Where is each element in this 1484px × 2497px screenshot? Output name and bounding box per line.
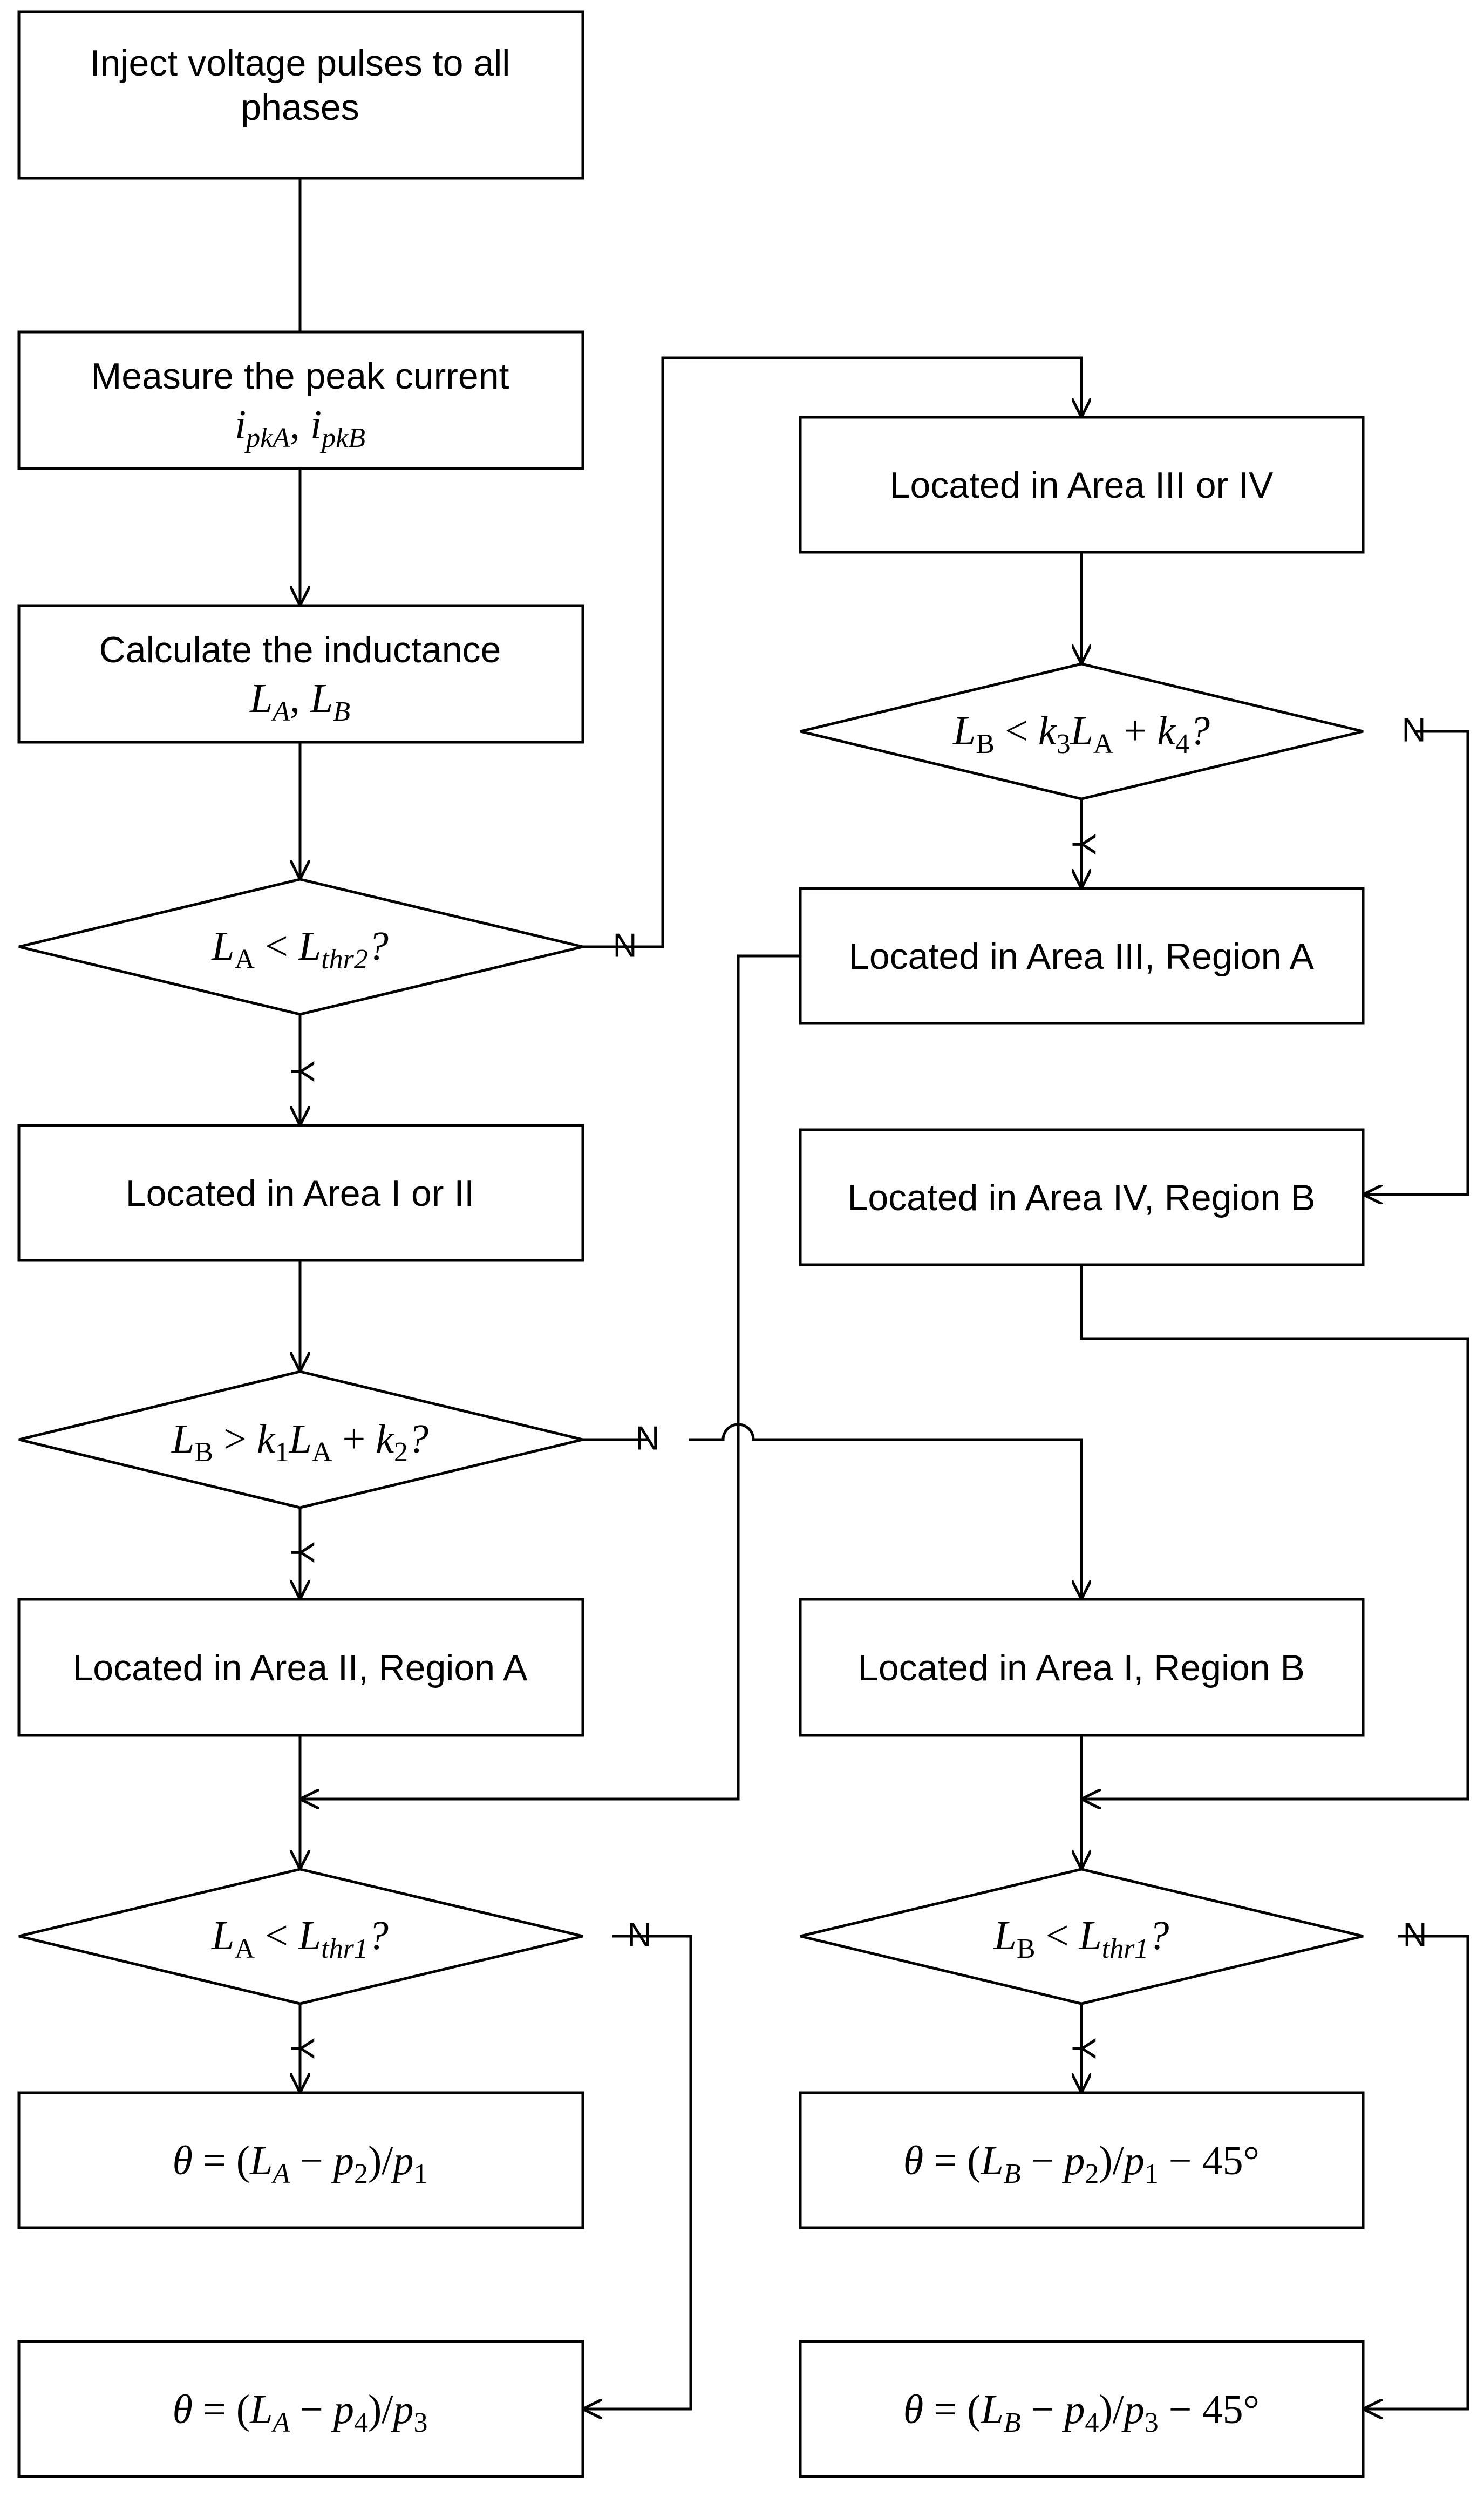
branch-label-no: N	[1403, 1916, 1427, 1953]
branch-labels: N N N N N Y Y Y Y Y	[284, 711, 1427, 2059]
node-theta-3-formula: θ = (LB − p2)/p1 − 45°	[903, 2138, 1260, 2189]
node-inject-line1: Inject voltage pulses to all	[90, 43, 510, 84]
node-area3-rega: Located in Area III, Region A	[799, 887, 1365, 1025]
branch-label-yes: Y	[1065, 2037, 1102, 2059]
node-area-3-4-label: Located in Area III or IV	[890, 465, 1274, 506]
node-area4-regb-label: Located in Area IV, Region B	[848, 1177, 1316, 1218]
branch-label-no: N	[628, 1916, 652, 1953]
decision-lb-lt-lthr1-formula: LB < Lthr1?	[993, 1913, 1169, 1964]
edge-area4-regb-merge	[1080, 1265, 1469, 1799]
node-calculate: Calculate the inductance LA, LB	[17, 604, 584, 744]
node-area1-regb-label: Located in Area I, Region B	[858, 1647, 1305, 1688]
edge-decision-1-no	[583, 356, 1081, 948]
branch-label-yes: Y	[284, 1541, 321, 1563]
node-area-1-2-label: Located in Area I or II	[126, 1173, 474, 1214]
node-area4-regb: Located in Area IV, Region B	[799, 1128, 1365, 1266]
branch-label-no: N	[636, 1420, 660, 1457]
node-theta-2-formula: θ = (LA − p4)/p3	[173, 2387, 428, 2438]
branch-label-no: N	[613, 927, 637, 964]
decision-la-lt-lthr1-formula: LA < Lthr1?	[211, 1913, 389, 1964]
decision-la-lt-lthr2-formula: LA < Lthr2?	[211, 924, 389, 975]
node-inject: Inject voltage pulses to all phases	[17, 10, 584, 180]
decision-lb-lt-k3la-k4-formula: LB < k3LA + k4?	[952, 708, 1210, 759]
node-area3-rega-label: Located in Area III, Region A	[849, 936, 1315, 977]
branch-label-yes: Y	[284, 1060, 321, 1082]
node-area-3-4: Located in Area III or IV	[799, 416, 1365, 554]
branch-label-yes: Y	[1065, 833, 1102, 855]
node-measure-formula: ipkA, ipkB	[235, 402, 365, 453]
node-area1-regb: Located in Area I, Region B	[799, 1598, 1365, 1737]
node-calculate-line1: Calculate the inductance	[99, 629, 501, 670]
node-measure-line1: Measure the peak current	[91, 356, 509, 397]
node-area2-rega: Located in Area II, Region A	[17, 1598, 584, 1737]
edge-area3-rega-merge	[300, 954, 800, 1799]
node-inject-line2: phases	[241, 87, 359, 128]
decision-lb-gt-k1la-k2: LB > k1LA + k2?	[18, 1370, 583, 1509]
node-theta-4-formula: θ = (LB − p4)/p3 − 45°	[903, 2387, 1260, 2438]
node-measure: Measure the peak current ipkA, ipkB	[17, 330, 584, 470]
decision-lb-gt-k1la-k2-formula: LB > k1LA + k2?	[171, 1416, 428, 1468]
edge-decision-4-no	[1363, 730, 1469, 1195]
node-theta-2: θ = (LA − p4)/p3	[17, 2340, 584, 2478]
edge-decision-5-no	[1363, 1935, 1469, 2409]
decision-la-lt-lthr2: LA < Lthr2?	[18, 878, 583, 1016]
decision-la-lt-lthr1: LA < Lthr1?	[18, 1868, 583, 2005]
node-theta-3: θ = (LB − p2)/p1 − 45°	[799, 2091, 1365, 2229]
node-area2-rega-label: Located in Area II, Region A	[72, 1647, 528, 1688]
node-theta-4: θ = (LB − p4)/p3 − 45°	[799, 2340, 1365, 2478]
node-theta-1: θ = (LA − p2)/p1	[17, 2091, 584, 2229]
node-calculate-formula: LA, LB	[249, 676, 350, 727]
node-area-1-2: Located in Area I or II	[17, 1124, 584, 1262]
branch-label-yes: Y	[284, 2037, 321, 2059]
branch-label-no: N	[1402, 711, 1426, 749]
decision-lb-lt-lthr1: LB < Lthr1?	[800, 1868, 1364, 2005]
decision-lb-lt-k3la-k4: LB < k3LA + k4?	[800, 662, 1364, 800]
node-theta-1-formula: θ = (LA − p2)/p1	[173, 2138, 428, 2189]
connectors	[300, 178, 1469, 2409]
edge-decision-3-no	[583, 1935, 692, 2409]
